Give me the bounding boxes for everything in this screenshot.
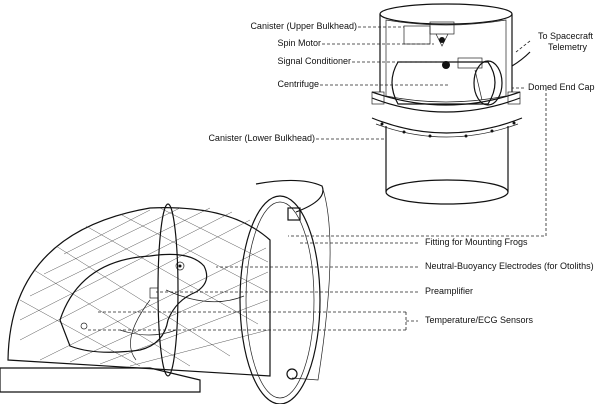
label-centrifuge: Centrifuge: [277, 79, 319, 89]
temperature-ecg-sensor: [80, 322, 88, 330]
label-fitting: Fitting for Mounting Frogs: [425, 237, 528, 247]
canister: [371, 3, 531, 205]
label-electrodes: Neutral-Buoyancy Electrodes (for Otolith…: [425, 261, 594, 271]
frog-holder: [0, 179, 331, 404]
canister-lower-bulkhead: [385, 179, 509, 205]
signal-conditioner: [457, 57, 483, 69]
label-preamplifier: Preamplifier: [425, 286, 474, 296]
centrifuge: [391, 61, 496, 105]
preamplifier: [149, 287, 159, 299]
label-canister-upper: Canister (Upper Bulkhead): [250, 21, 357, 31]
frog: [59, 253, 208, 353]
spin-motor: [403, 25, 431, 45]
label-signal-conditioner: Signal Conditioner: [277, 56, 351, 66]
leader-lines: [86, 26, 547, 331]
label-spin-motor: Spin Motor: [277, 38, 321, 48]
label-telemetry: Telemetry: [548, 42, 588, 52]
label-to-spacecraft: To Spacecraft: [538, 31, 594, 41]
label-sensors: Temperature/ECG Sensors: [425, 315, 534, 325]
mounting-fitting: [287, 207, 301, 221]
label-canister-lower: Canister (Lower Bulkhead): [208, 133, 315, 143]
label-domed-end-cap: Domed End Cap: [528, 82, 595, 92]
